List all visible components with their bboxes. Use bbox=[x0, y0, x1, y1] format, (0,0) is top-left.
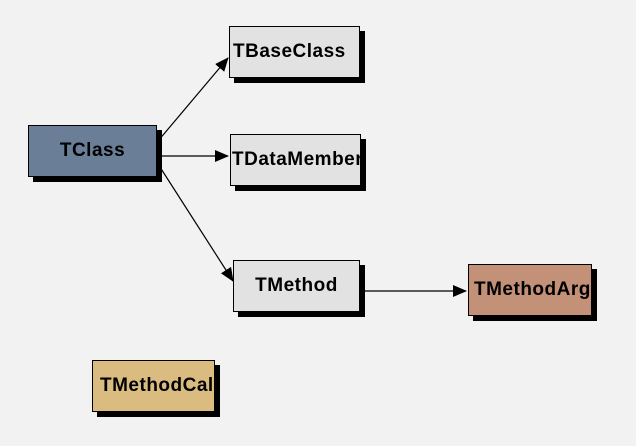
node-tdatamember[interactable]: TDataMember bbox=[230, 134, 361, 186]
edge-tclass-tmethod bbox=[157, 163, 234, 282]
node-tbaseclass[interactable]: TBaseClass bbox=[229, 26, 360, 78]
node-tmethod-label: TMethod bbox=[255, 275, 338, 296]
node-tmethodarg[interactable]: TMethodArg bbox=[468, 264, 592, 316]
node-tmethodarg-label: TMethodArg bbox=[474, 279, 591, 300]
node-tmethodcall[interactable]: TMethodCall bbox=[92, 360, 215, 412]
node-tmethodcall-label: TMethodCall bbox=[100, 375, 215, 396]
node-tbaseclass-label: TBaseClass bbox=[233, 41, 346, 62]
node-tclass[interactable]: TClass bbox=[28, 125, 157, 177]
node-tmethod[interactable]: TMethod bbox=[233, 260, 360, 312]
node-tdatamember-label: TDataMember bbox=[232, 149, 361, 170]
node-tclass-label: TClass bbox=[59, 140, 126, 161]
edge-tclass-tbaseclass bbox=[157, 57, 229, 142]
